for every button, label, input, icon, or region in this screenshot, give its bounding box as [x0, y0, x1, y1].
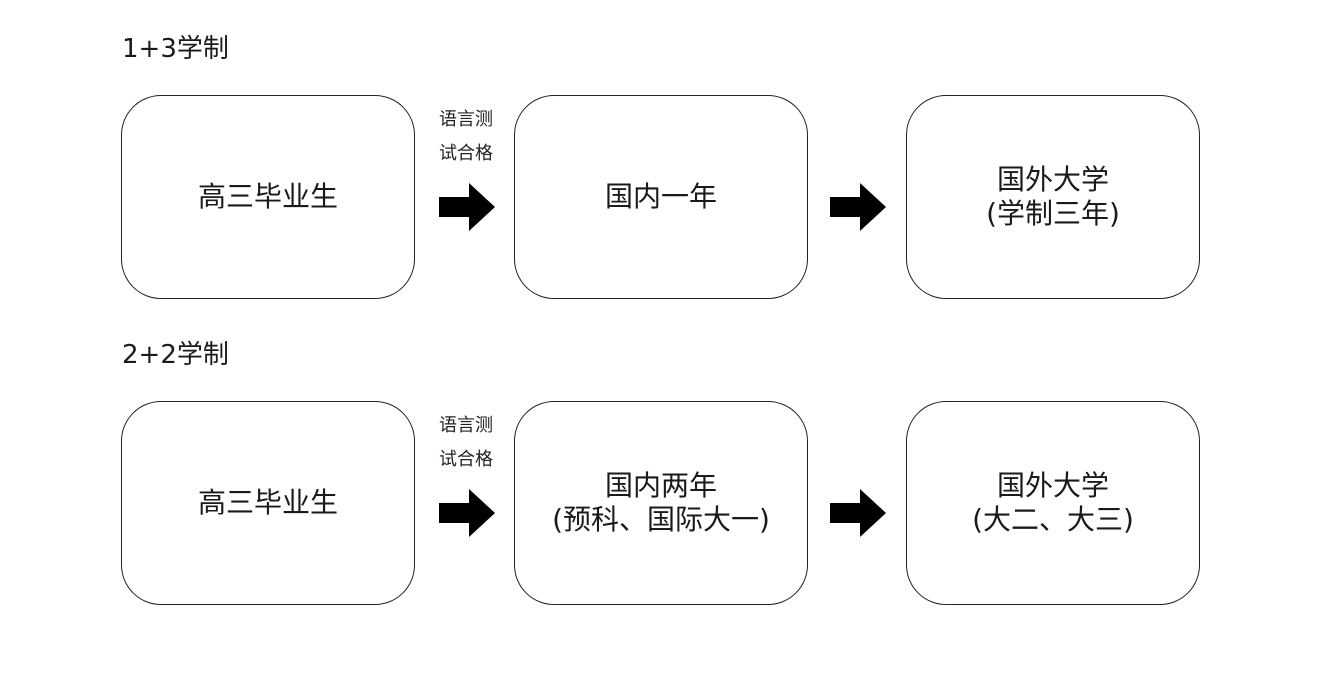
stage-box-label: 国外大学 — [996, 163, 1109, 196]
condition-label: 语言测 试合格 — [425, 103, 507, 171]
stage-box-label: 国内一年 — [604, 180, 717, 213]
right-arrow-icon — [439, 489, 495, 537]
flow-row-2plus2: 高三毕业生 语言测 试合格 国内两年 (预科、国际大一) 国外大学 (大二、大三… — [0, 401, 1324, 607]
stage-box-label: 国内两年 — [604, 469, 717, 502]
stage-box-abroad: 国外大学 (大二、大三) — [906, 401, 1200, 605]
stage-box-graduate: 高三毕业生 — [121, 95, 415, 299]
section-title-1plus3: 1+3学制 — [122, 34, 229, 64]
condition-line: 试合格 — [439, 449, 493, 470]
section-title-2plus2: 2+2学制 — [122, 340, 229, 370]
stage-box-domestic: 国内两年 (预科、国际大一) — [514, 401, 808, 605]
flow-row-1plus3: 高三毕业生 语言测 试合格 国内一年 国外大学 (学制三年) — [0, 95, 1324, 301]
condition-label: 语言测 试合格 — [425, 409, 507, 477]
right-arrow-icon — [830, 489, 886, 537]
right-arrow-icon — [439, 183, 495, 231]
stage-box-label: 高三毕业生 — [197, 486, 338, 519]
condition-line: 试合格 — [439, 143, 493, 164]
stage-box-graduate: 高三毕业生 — [121, 401, 415, 605]
stage-box-sublabel: (大二、大三) — [972, 503, 1134, 536]
stage-box-sublabel: (预科、国际大一) — [552, 503, 770, 536]
stage-box-sublabel: (学制三年) — [986, 197, 1120, 230]
stage-box-domestic: 国内一年 — [514, 95, 808, 299]
condition-line: 语言测 — [439, 415, 493, 436]
stage-box-abroad: 国外大学 (学制三年) — [906, 95, 1200, 299]
right-arrow-icon — [830, 183, 886, 231]
condition-line: 语言测 — [439, 109, 493, 130]
stage-box-label: 国外大学 — [996, 469, 1109, 502]
stage-box-label: 高三毕业生 — [197, 180, 338, 213]
